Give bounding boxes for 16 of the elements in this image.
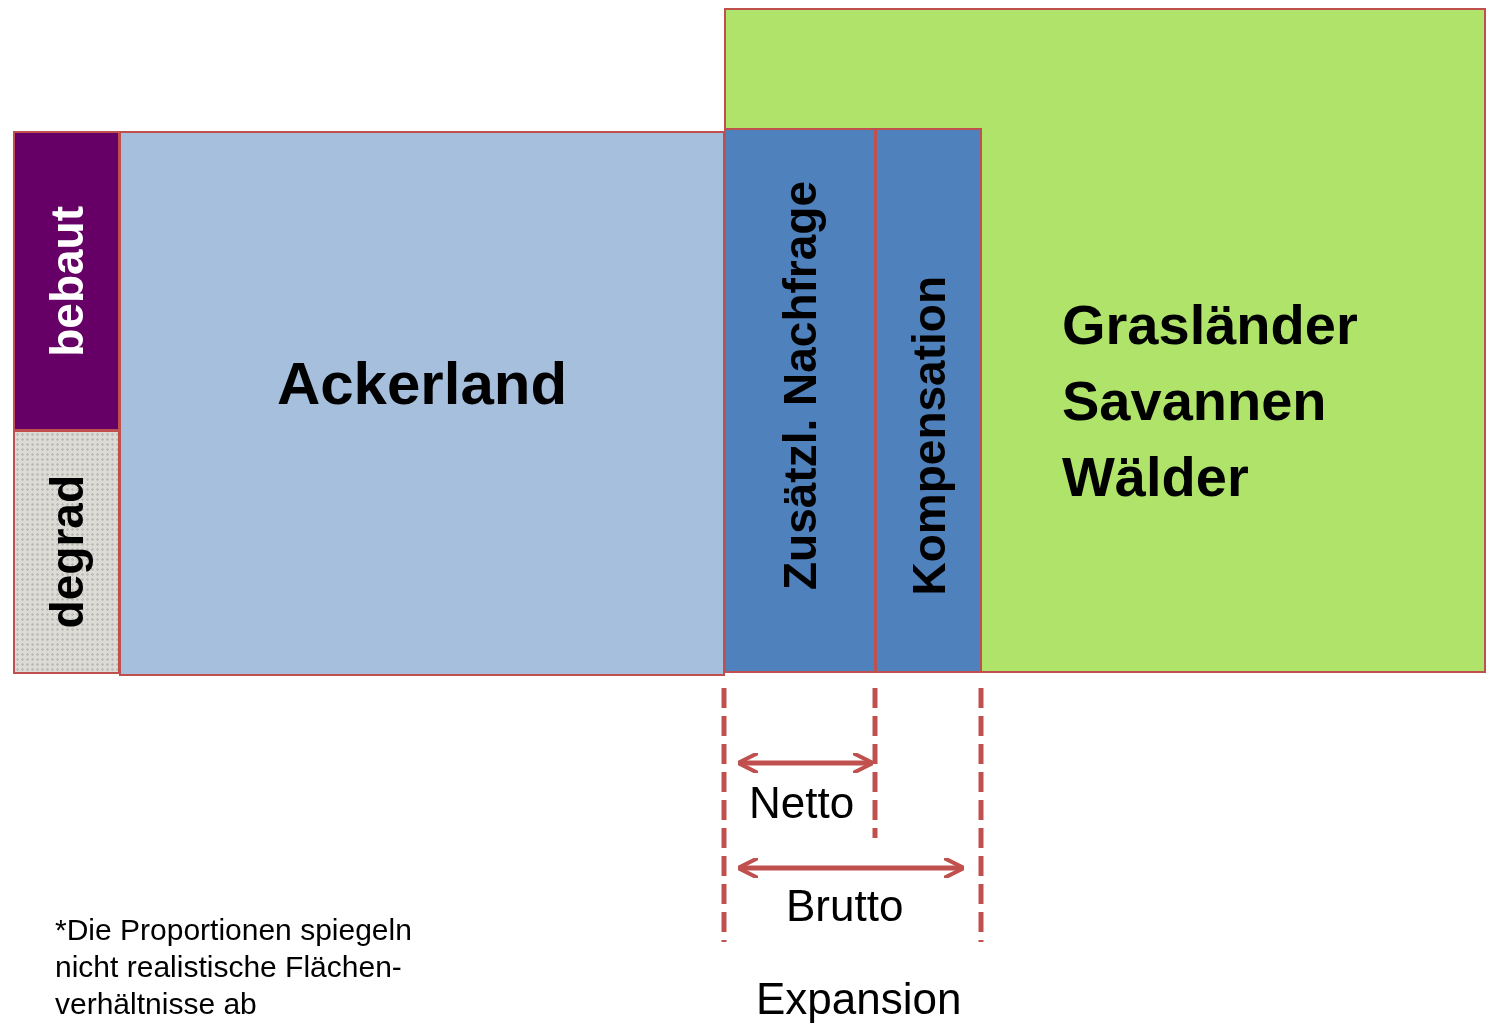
area-label: Kompensation bbox=[901, 275, 956, 596]
dimension-label: Netto bbox=[749, 778, 855, 828]
land-area-box bbox=[119, 131, 725, 676]
land-area-box bbox=[724, 8, 1486, 673]
land-area-box bbox=[875, 128, 982, 673]
footnote: *Die Proportionen spiegeln nicht realistische Flächen-verhältnisse ab bbox=[55, 912, 413, 1022]
area-label: Ackerland bbox=[276, 349, 568, 418]
land-area-box bbox=[724, 128, 876, 673]
land-area-box bbox=[13, 131, 120, 431]
area-label: bebaut bbox=[39, 205, 94, 357]
axis-label: Expansion bbox=[756, 974, 962, 1023]
area-label: degrad bbox=[39, 475, 94, 629]
land-area-box bbox=[13, 430, 120, 674]
dimension-label: Brutto bbox=[786, 881, 904, 931]
area-label: Grasländer Savannen Wälder bbox=[1062, 291, 1358, 510]
area-label: Zusätzl. Nachfrage bbox=[773, 181, 827, 590]
